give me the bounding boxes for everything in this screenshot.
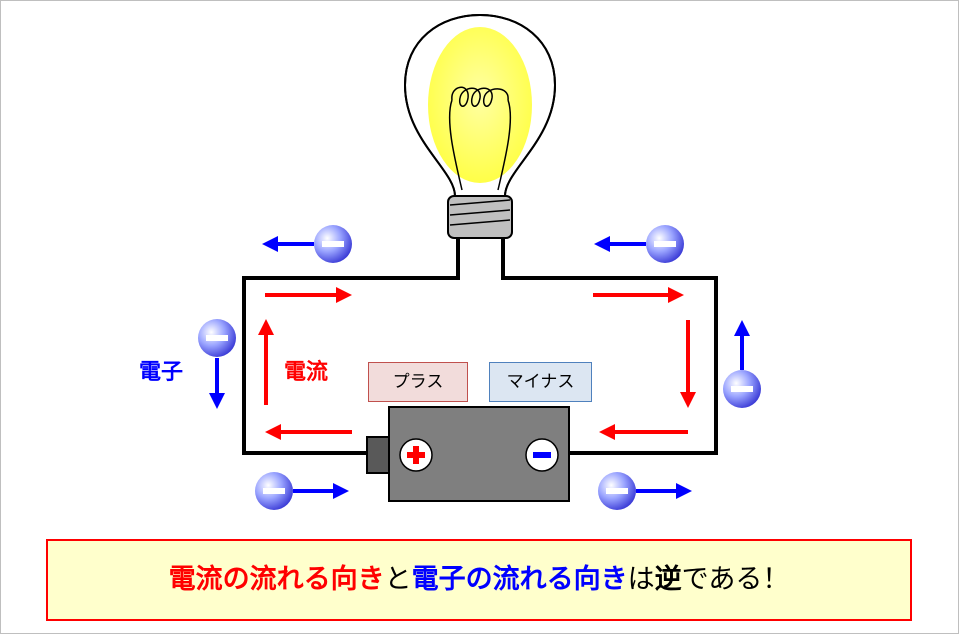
electron-icon (723, 370, 761, 408)
plus-terminal-icon (399, 438, 433, 472)
caption-current-direction: 電流の流れる向き (168, 564, 385, 595)
circuit-wire (242, 232, 718, 455)
caption-reverse: 逆 (654, 564, 682, 595)
minus-label-box: マイナス (489, 362, 592, 402)
caption-and: と (384, 564, 412, 595)
caption-electron-direction: 電子の流れる向き (411, 564, 628, 595)
electron-icon (598, 472, 636, 510)
conclusion-caption: 電流の流れる向きと電子の流れる向きは逆である！ (46, 539, 912, 621)
light-bulb-icon (403, 13, 557, 239)
battery-icon (366, 406, 570, 502)
caption-wa: は (627, 564, 655, 595)
minus-terminal-icon (525, 438, 559, 472)
plus-label-box: プラス (368, 362, 468, 402)
electron-icon (255, 472, 293, 510)
electron-icon (198, 319, 236, 357)
electron-icon (314, 225, 352, 263)
electron-icon (646, 225, 684, 263)
caption-dearu: である！ (681, 564, 790, 595)
electron-label: 電子 (139, 360, 184, 385)
current-label: 電流 (284, 360, 329, 385)
